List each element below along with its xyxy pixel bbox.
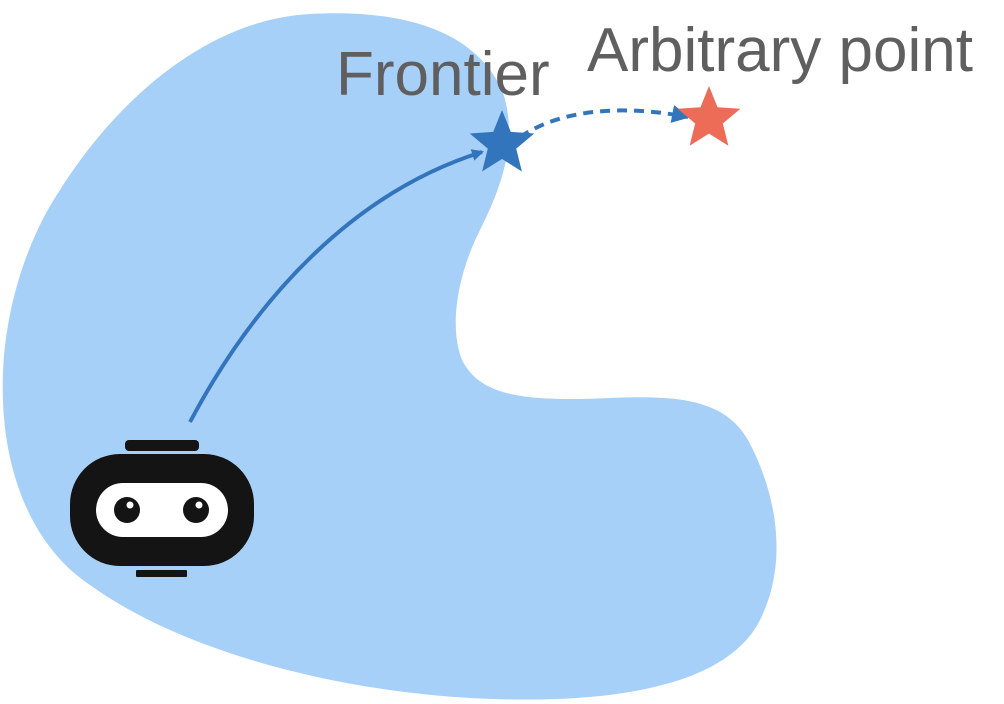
robot-left-eye-glint [126, 501, 134, 509]
robot-top-bar [125, 440, 199, 451]
robot-bottom-bar [136, 570, 187, 577]
arbitrary-point-label: Arbitrary point [587, 16, 973, 85]
robot-right-eye [183, 497, 209, 523]
path-to-arbitrary-point [518, 105, 690, 139]
arbitrary-point-star-icon [677, 86, 741, 146]
robot-right-eye-glint [195, 501, 203, 509]
frontier-star-icon [469, 110, 535, 172]
explored-region [2, 13, 777, 700]
path-to-frontier [188, 149, 484, 423]
robot-icon [70, 440, 254, 577]
robot-left-eye [114, 497, 140, 523]
frontier-label: Frontier [336, 40, 550, 109]
robot-face [96, 483, 228, 537]
